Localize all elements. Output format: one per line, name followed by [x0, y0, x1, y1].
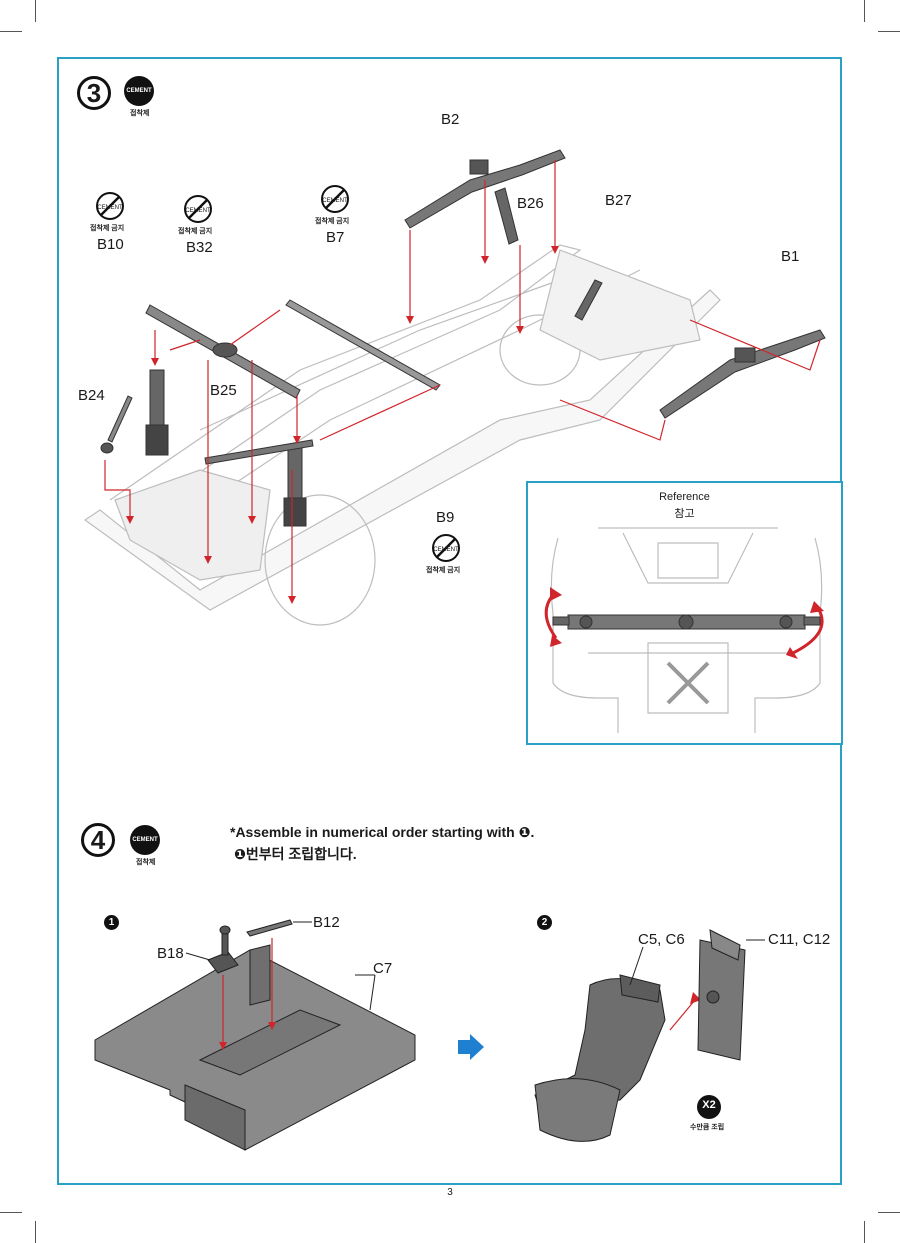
step-number: 3 — [77, 76, 111, 110]
no-cement-icon: CEMENT — [184, 195, 212, 223]
reference-subtitle: 참고 — [674, 508, 695, 520]
cement-icon: CEMENT — [124, 76, 154, 106]
reference-title: Reference — [659, 491, 710, 503]
part-label-b7: B7 — [326, 229, 345, 246]
svg-text:CEMENT: CEMENT — [433, 547, 459, 553]
substep-1-badge: 1 — [104, 915, 119, 930]
x2-badge: X2 — [702, 1099, 716, 1111]
cement-icon: CEMENT — [130, 825, 160, 855]
part-label-b2: B2 — [441, 111, 460, 128]
reference-illustration — [544, 527, 824, 733]
crop-mark — [0, 31, 22, 32]
no-cement-icon: CEMENT — [96, 192, 124, 220]
step-number: 4 — [81, 823, 115, 857]
cement-label: 접착제 — [130, 110, 150, 117]
part-label-b24: B24 — [78, 387, 105, 404]
part-label-b25: B25 — [210, 382, 237, 399]
reference-inset: Reference 참고 — [526, 481, 843, 745]
substep-2-badge: 2 — [537, 915, 552, 930]
crop-mark — [878, 31, 900, 32]
svg-text:CEMENT: CEMENT — [97, 205, 123, 211]
no-cement-label: 접착제 금지 — [315, 218, 350, 225]
chassis-illustration — [83, 149, 826, 626]
instruction-en: *Assemble in numerical order starting wi… — [230, 824, 535, 840]
crop-mark — [864, 0, 865, 22]
svg-text:CEMENT: CEMENT — [185, 208, 211, 214]
no-cement-icon: CEMENT — [432, 534, 460, 562]
part-label-c11-c12: C11, C12 — [768, 931, 831, 948]
part-label-b12: B12 — [313, 914, 340, 931]
crop-mark — [864, 1221, 865, 1243]
part-label-b26: B26 — [517, 195, 544, 212]
no-cement-label: 접착제 금지 — [90, 225, 125, 232]
part-label-b27: B27 — [605, 192, 632, 209]
part-label-b10: B10 — [97, 236, 124, 253]
part-label-c5-c6: C5, C6 — [638, 931, 685, 948]
crop-mark — [35, 1221, 36, 1243]
part-label-b18: B18 — [157, 945, 184, 962]
x2-label: 수만큼 조립 — [690, 1124, 725, 1131]
crop-mark — [878, 1212, 900, 1213]
cement-label: 접착제 — [136, 859, 156, 866]
part-label-b32: B32 — [186, 239, 213, 256]
svg-text:CEMENT: CEMENT — [322, 198, 348, 204]
part-label-b9: B9 — [436, 509, 455, 526]
no-cement-icon: CEMENT — [321, 185, 349, 213]
part-label-c7: C7 — [373, 960, 393, 977]
no-cement-label: 접착제 금지 — [178, 228, 213, 235]
page-number: 3 — [447, 1187, 453, 1198]
part-label-b1: B1 — [781, 248, 800, 265]
instruction-ko: ❶번부터 조립합니다. — [234, 846, 357, 862]
no-cement-label: 접착제 금지 — [426, 567, 461, 574]
crop-mark — [35, 0, 36, 22]
crop-mark — [0, 1212, 22, 1213]
